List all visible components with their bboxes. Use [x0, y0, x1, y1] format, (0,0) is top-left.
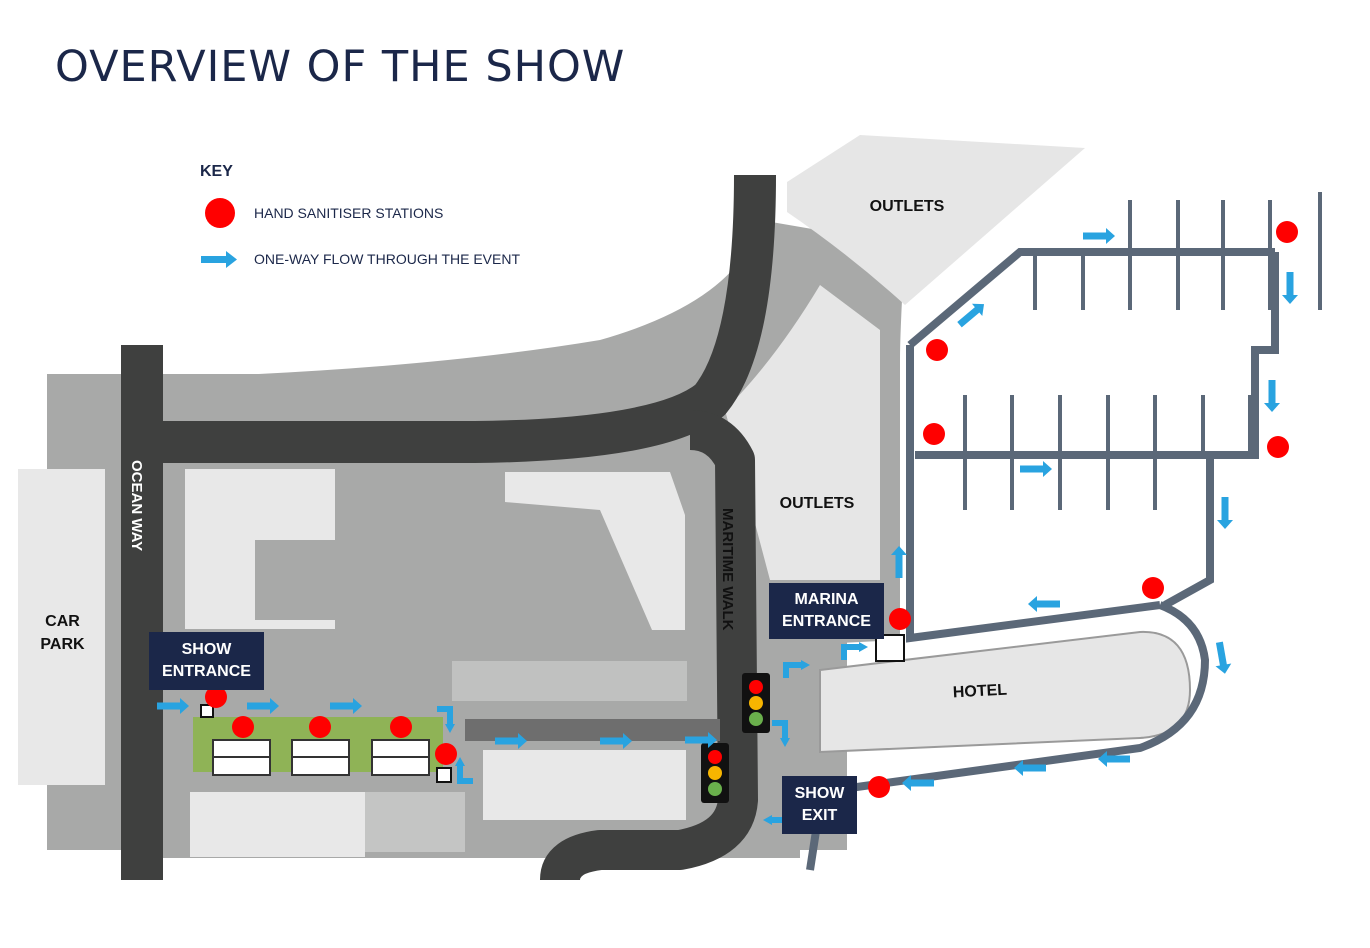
- traffic-light-walk: [701, 743, 729, 803]
- marina-pontoons: [806, 248, 1279, 871]
- label-maritime-walk: MARITIME WALK: [719, 508, 736, 631]
- car-park-area: [18, 469, 105, 785]
- key-row-sanitiser: HAND SANITISER STATIONS: [200, 198, 443, 228]
- label-outlets-top: OUTLETS: [869, 198, 945, 215]
- key-label-flow: ONE-WAY FLOW THROUGH THE EVENT: [254, 251, 521, 267]
- red-dot-icon: [200, 198, 240, 228]
- roads: [121, 174, 776, 883]
- key-label-sanitiser: HAND SANITISER STATIONS: [254, 205, 444, 221]
- outlets-top-area: [787, 135, 1085, 305]
- sanitiser-stations: [205, 221, 1298, 798]
- label-ocean-way: OCEAN WAY: [128, 460, 145, 552]
- berth-lines: [963, 192, 1322, 510]
- label-outlets-mid: OUTLETS: [779, 495, 855, 512]
- hotel-building: [819, 630, 1192, 754]
- key-heading: KEY: [200, 163, 233, 180]
- background-areas: [18, 135, 1085, 858]
- page-title: OVERVIEW OF THE SHOW: [55, 42, 626, 92]
- arrow-right-icon: [200, 244, 240, 274]
- key-row-flow: ONE-WAY FLOW THROUGH THE EVENT: [200, 244, 520, 274]
- traffic-light-marina: [742, 673, 770, 733]
- outlets-mid-area: [725, 285, 880, 580]
